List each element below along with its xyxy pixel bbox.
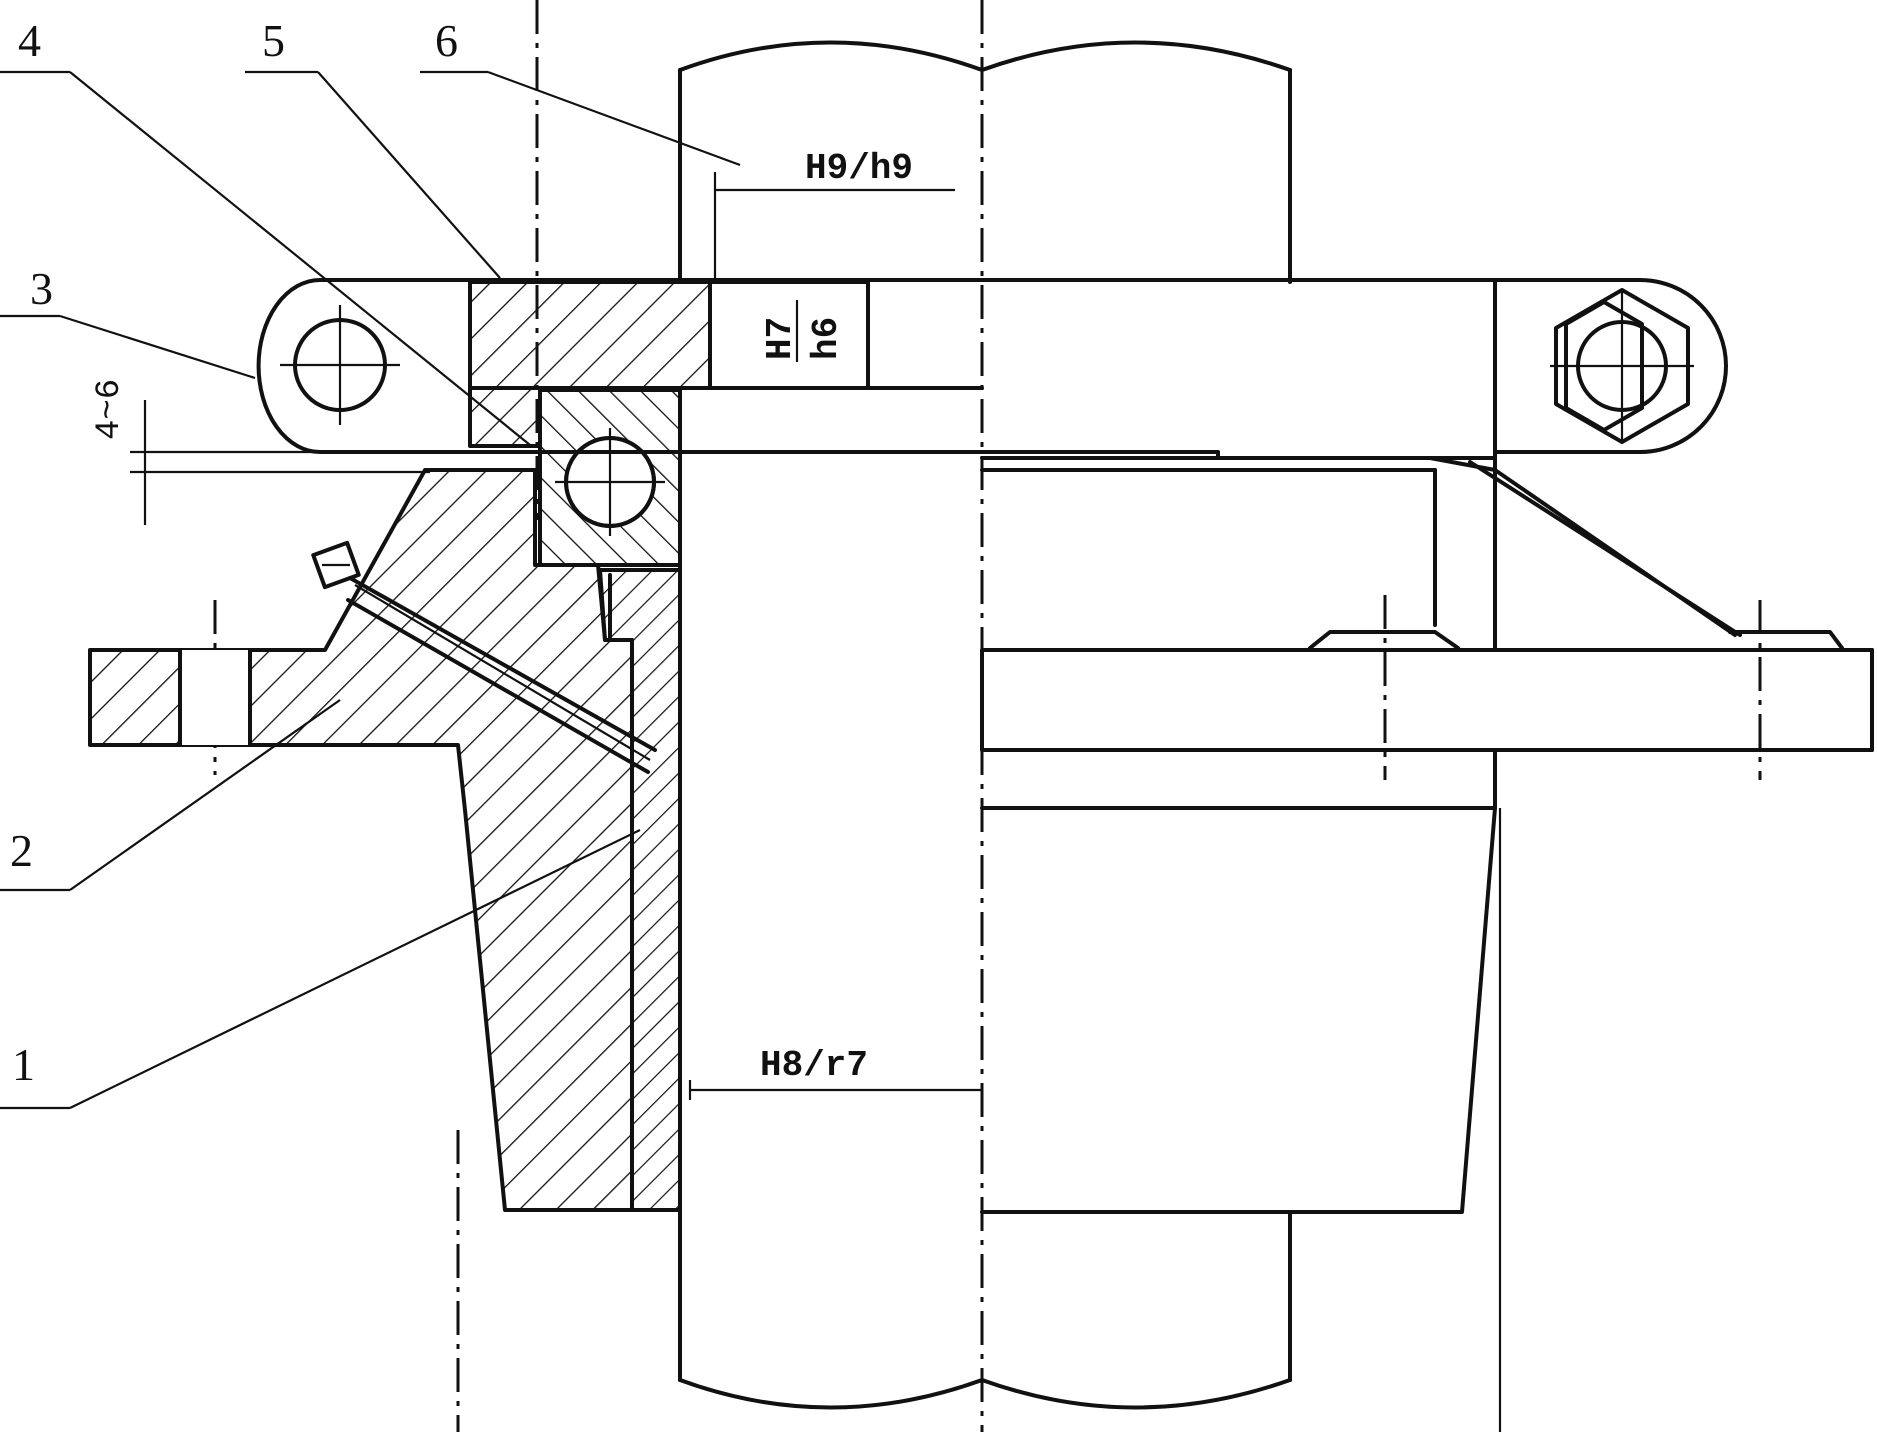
pivot-pin-left <box>280 305 400 425</box>
fit-h7-h6: H7 h6 <box>760 300 847 362</box>
leader-4: 4 <box>0 15 531 446</box>
gap-dimension: 4~6 <box>91 379 520 525</box>
leader-2: 2 <box>0 699 341 892</box>
part-label-4: 4 <box>18 15 41 66</box>
leader-1: 1 <box>0 829 641 1110</box>
right-hub-outline <box>980 456 1874 1432</box>
fit-label-h8-r7: H8/r7 <box>760 1045 868 1086</box>
fit-h9-h9: H9/h9 <box>713 148 955 282</box>
hub-body <box>88 468 634 1212</box>
fit-h8-r7: H8/r7 <box>688 1045 982 1100</box>
leader-6: 6 <box>420 15 741 167</box>
ball-bearing <box>538 388 682 567</box>
fit-label-h6: h6 <box>806 317 847 360</box>
shaft <box>678 40 1292 1410</box>
part-label-2: 2 <box>10 825 33 876</box>
part-label-3: 3 <box>30 263 53 314</box>
leader-3: 3 <box>0 263 256 380</box>
fit-label-h9-h9: H9/h9 <box>805 148 913 189</box>
grease-channel <box>311 540 657 774</box>
sleeve-part-5 <box>468 280 712 448</box>
part-label-5: 5 <box>262 15 285 66</box>
part-label-6: 6 <box>435 15 458 66</box>
part-label-1: 1 <box>12 1039 35 1090</box>
grease-nipple <box>311 540 361 590</box>
bushing-part-1 <box>598 568 682 1212</box>
hex-nut-right <box>1550 288 1694 444</box>
collar-part-6 <box>708 280 870 390</box>
leader-5: 5 <box>245 15 501 279</box>
dimension-4-6: 4~6 <box>91 379 129 440</box>
fit-label-h7: H7 <box>760 317 801 360</box>
